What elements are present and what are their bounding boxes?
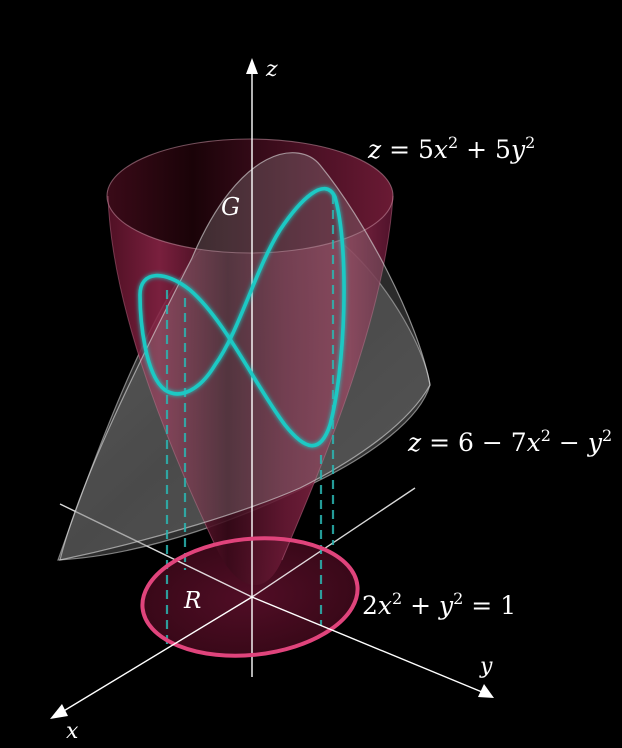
x-axis-arrowhead	[50, 704, 68, 719]
paraboloid-surface	[108, 195, 393, 586]
paraboloid-outline-left	[107, 195, 216, 546]
z-axis-label: z	[265, 57, 278, 82]
y-axis-arrowhead	[478, 684, 494, 698]
x-axis-line	[61, 596, 253, 713]
paraboloid-outline-right	[281, 195, 394, 561]
y-axis-line	[251, 596, 483, 693]
region-r	[142, 538, 358, 656]
upper-surface-equation: z = 5x2 + 5y2	[367, 133, 535, 164]
region-boundary-curve	[140, 536, 360, 658]
y-axis-label: y	[479, 654, 493, 679]
region-label: R	[183, 588, 201, 614]
region-boundary-equation: 2x2 + y2 = 1	[362, 589, 516, 620]
x-axis-label: x	[66, 719, 79, 744]
axes-front	[50, 596, 494, 719]
region-disk	[142, 538, 358, 656]
lower-surface-equation: z = 6 − 7x2 − y2	[407, 426, 612, 457]
lower-surface-front	[59, 152, 431, 561]
z-axis-arrowhead	[246, 58, 258, 74]
projection-lines	[165, 195, 335, 645]
solid-label: G	[221, 193, 240, 221]
intersection-curve	[138, 186, 346, 448]
